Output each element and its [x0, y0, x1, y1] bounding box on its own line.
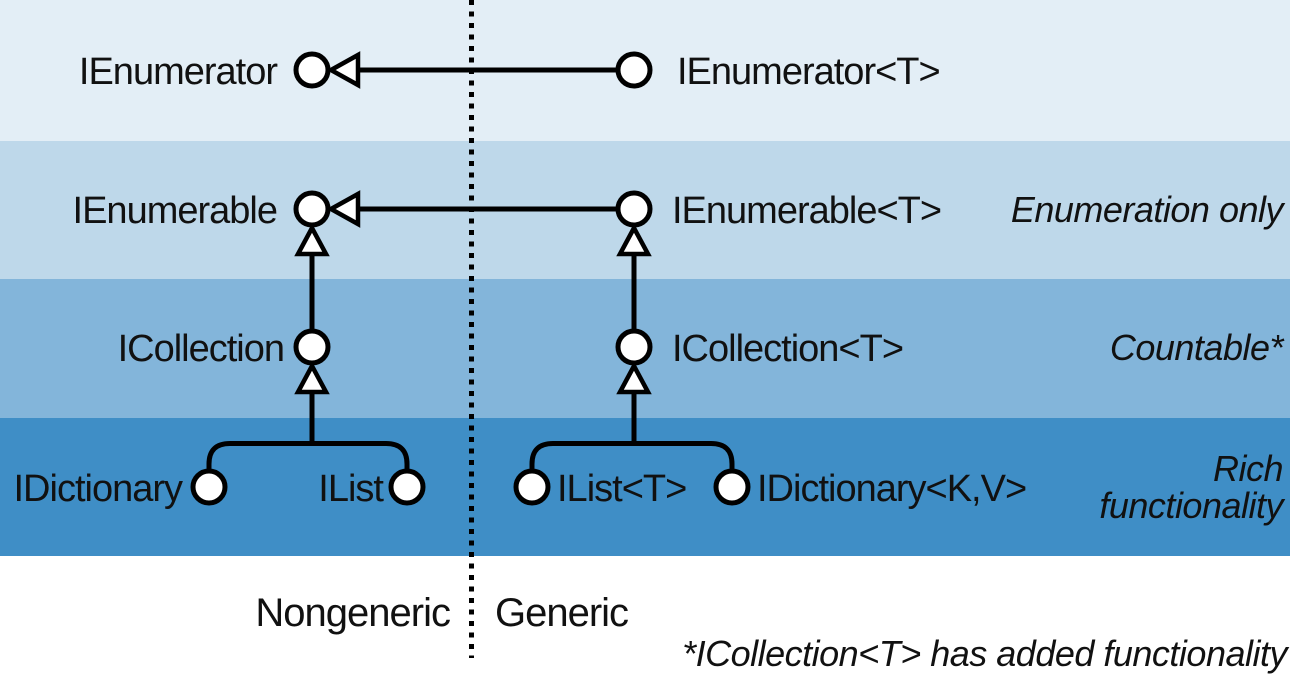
inheritance-arrowhead-icon: [326, 51, 361, 89]
interface-lollipop-icon: [293, 328, 331, 366]
fork-bracket-nongeneric: [206, 441, 410, 469]
label-ilist: IList: [318, 468, 384, 510]
interface-lollipop-icon: [190, 468, 228, 506]
label-ienumerable: IEnumerable: [73, 190, 277, 232]
interface-lollipop-icon: [713, 468, 751, 506]
label-ienumerable-t: IEnumerable<T>: [672, 190, 941, 232]
label-idictionary: IDictionary: [14, 468, 183, 510]
interface-lollipop-icon: [293, 51, 331, 89]
interface-lollipop-icon: [293, 190, 331, 228]
interface-lollipop-icon: [615, 328, 653, 366]
label-nongeneric: Nongeneric: [255, 591, 450, 635]
interface-lollipop-icon: [388, 468, 426, 506]
label-icollection: ICollection: [118, 328, 284, 370]
annotation-rich-line2: functionality: [1099, 485, 1285, 526]
footnote-icollection: *ICollection<T> has added functionality: [682, 633, 1289, 674]
interface-lollipop-icon: [615, 190, 653, 228]
label-idictionary-kv: IDictionary<K,V>: [757, 468, 1026, 510]
inheritance-arrowhead-icon: [326, 190, 361, 228]
fork-bracket-generic: [529, 441, 735, 469]
interface-lollipop-icon: [513, 468, 551, 506]
label-generic: Generic: [495, 591, 628, 635]
label-ienumerator: IEnumerator: [79, 51, 278, 93]
label-ienumerator-t: IEnumerator<T>: [677, 51, 940, 93]
interface-lollipop-icon: [615, 51, 653, 89]
annotation-countable: Countable*: [1110, 327, 1285, 368]
label-ilist-t: IList<T>: [557, 468, 686, 510]
annotation-enumeration-only: Enumeration only: [1011, 189, 1286, 230]
annotation-rich-line1: Rich: [1213, 448, 1283, 489]
label-icollection-t: ICollection<T>: [672, 328, 903, 370]
